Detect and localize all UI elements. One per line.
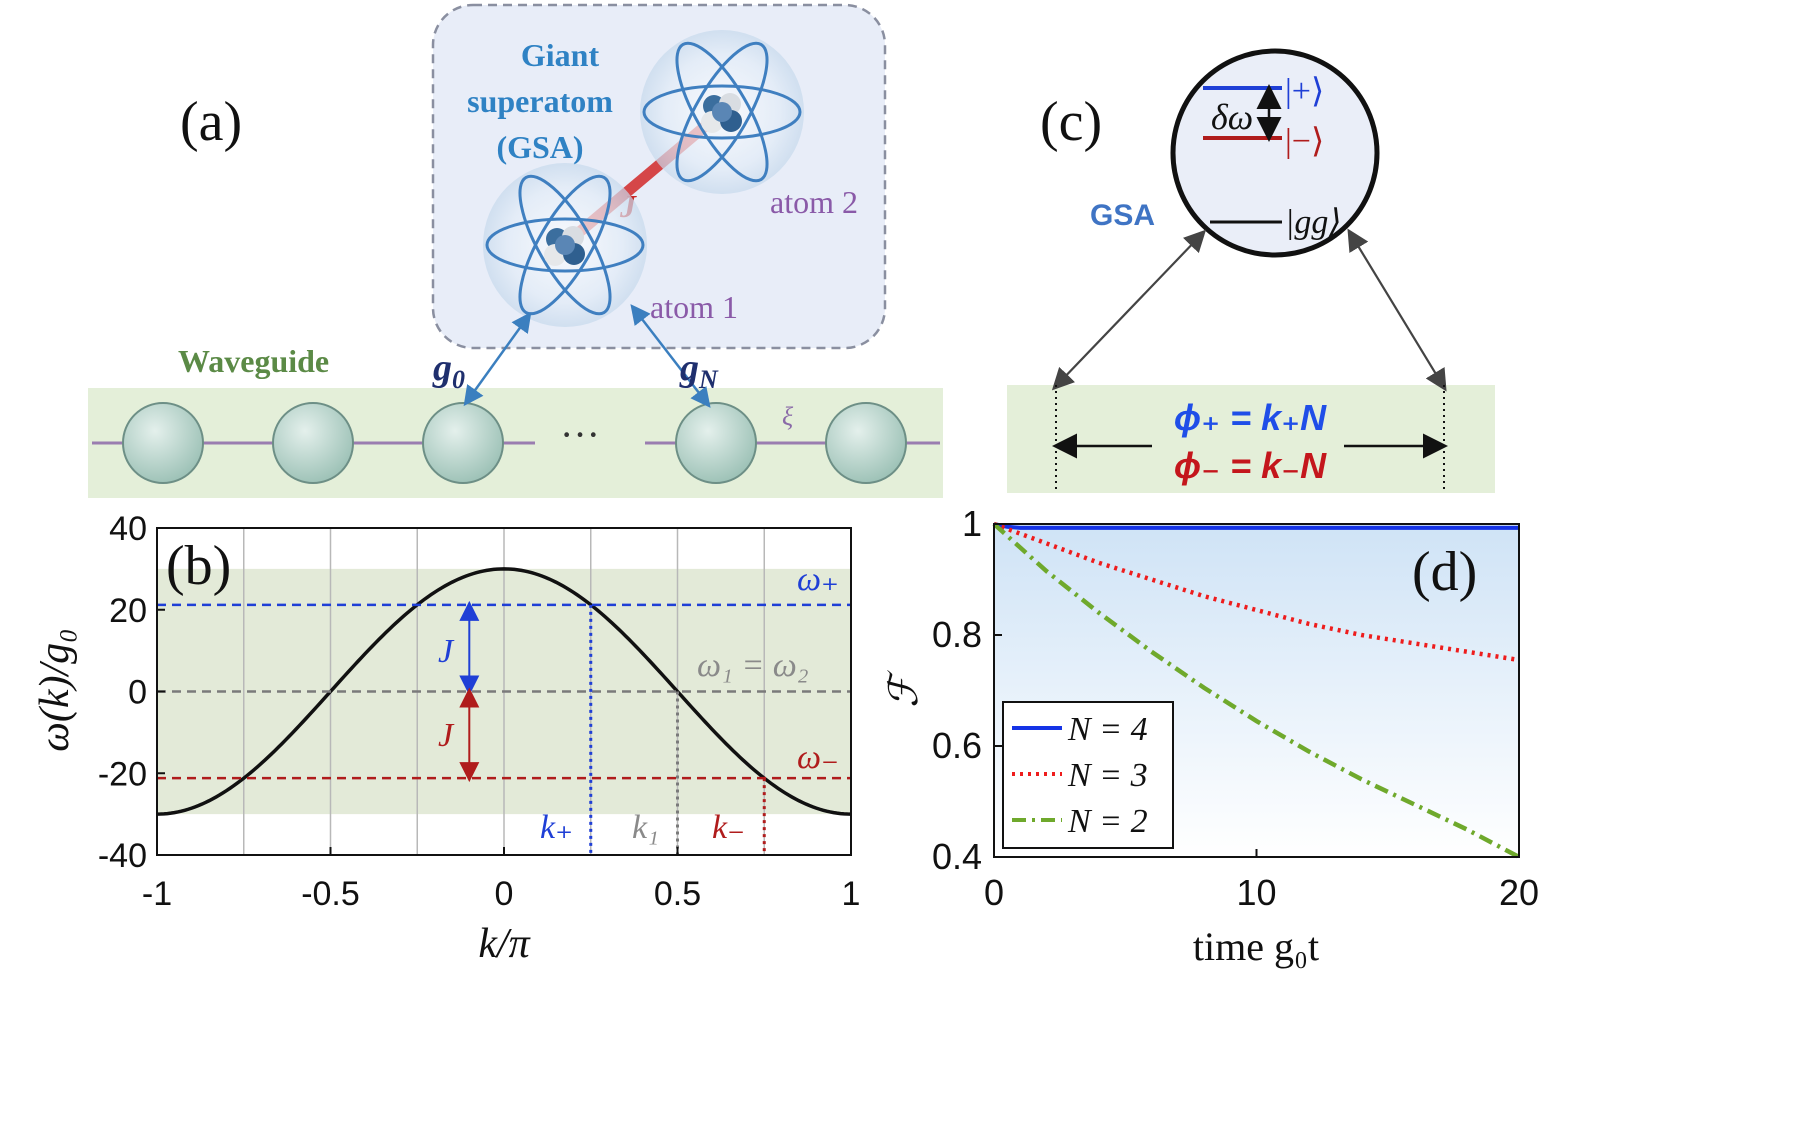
atom-1-icon (483, 163, 647, 327)
atom-2-label: atom 2 (770, 184, 858, 220)
dispersion-curve (156, 567, 852, 816)
gg-state-label: |gg⟩ (1285, 204, 1342, 241)
panel-b-frame (156, 527, 852, 856)
g0-label: g0 (432, 347, 465, 394)
legend-label-2: N = 2 (1067, 803, 1148, 840)
g0-arrow (463, 311, 532, 407)
plus-state-label: |+⟩ (1285, 73, 1324, 110)
panel-d-ylabel: ℱ (881, 670, 926, 708)
panel-d-label: (d) (1412, 541, 1477, 603)
omega-plus-label: ω₊ (797, 561, 839, 598)
panel-b-xlabel: k/π (478, 921, 530, 967)
waveguide-label: Waveguide (178, 343, 329, 379)
omega-minus-label: ω₋ (797, 739, 839, 776)
gsa-title-line2: superatom (467, 83, 613, 119)
right-coupling-arrow (1347, 228, 1447, 392)
x-tick-label: -0.5 (301, 875, 360, 913)
y-tick-label: 0 (128, 674, 147, 712)
left-coupling-arrow (1051, 229, 1207, 391)
J-upper-label: J (438, 633, 455, 670)
panel-a: (a) ··· ξ Waveguide Giant superatom (GSA… (88, 3, 943, 498)
y-tick-label: -40 (98, 837, 147, 875)
waveguide-site-5 (825, 402, 907, 484)
x-tick-label: 20 (1499, 872, 1539, 913)
legend-label-1: N = 3 (1067, 757, 1148, 794)
y-tick-label: 40 (109, 510, 147, 548)
waveguide-site-3 (422, 402, 504, 484)
gN-label: gN (679, 347, 719, 394)
xi-label: ξ (782, 402, 794, 431)
panel-d-xlabel: time g₀t (1193, 924, 1319, 969)
minus-state-label: |−⟩ (1285, 123, 1324, 160)
k-1-label: k₁ (632, 809, 659, 846)
panel-c-label: (c) (1040, 91, 1102, 153)
panel-c: (c) δω |+⟩ |−⟩ |gg⟩ GSA ϕ₊ = k₊N ϕ₋ = k₋… (1007, 48, 1495, 493)
x-tick-label: 1 (842, 875, 861, 913)
panel-b: -1 -0.5 0 0.5 1 -40 -20 0 20 40 (b) ω(k)/g₀ k/π ω… (32, 510, 860, 967)
k-plus-label: k₊ (540, 809, 573, 846)
waveguide-site-2 (272, 402, 354, 484)
waveguide-site-1 (122, 402, 204, 484)
gsa-circle (1170, 48, 1380, 258)
panel-b-plot: -1 -0.5 0 0.5 1 -40 -20 0 20 40 (98, 510, 861, 913)
gsa-title-line1: Giant (521, 37, 600, 73)
waveguide-ellipsis: ··· (560, 412, 600, 457)
y-tick-label: 20 (109, 592, 147, 630)
phi-plus-label: ϕ₊ = k₊N (1174, 397, 1327, 438)
y-tick-label: 0.8 (932, 614, 982, 655)
y-tick-label: 1 (962, 503, 982, 544)
x-tick-label: -1 (142, 875, 172, 913)
panel-d-legend: N = 4 N = 3 N = 2 (1002, 701, 1174, 849)
panel-b-label: (b) (166, 535, 231, 597)
phi-minus-label: ϕ₋ = k₋N (1174, 445, 1327, 486)
gsa-label-c: GSA (1090, 199, 1155, 232)
omega-eq-label: ω₁ = ω₂ (697, 647, 809, 684)
legend-label-0: N = 4 (1067, 711, 1148, 748)
delta-omega-label: δω (1211, 97, 1253, 137)
J-lower-label: J (438, 717, 455, 754)
gN-arrow (630, 304, 711, 408)
panel-d-frame (993, 523, 1520, 858)
atom-1-label: atom 1 (650, 289, 738, 325)
gsa-title-line3: (GSA) (496, 129, 583, 165)
x-tick-label: 0 (495, 875, 514, 913)
x-tick-label: 0 (984, 872, 1004, 913)
series-line-0 (993, 522, 1519, 530)
x-tick-label: 10 (1236, 872, 1276, 913)
y-tick-label: 0.6 (932, 725, 982, 766)
panel-b-ylabel: ω(k)/g₀ (32, 628, 78, 752)
y-tick-label: -20 (98, 755, 147, 793)
x-tick-label: 0.5 (654, 875, 701, 913)
k-minus-label: k₋ (712, 809, 745, 846)
y-tick-label: 0.4 (932, 836, 982, 877)
atom-2-icon (640, 30, 804, 194)
panel-a-label: (a) (180, 91, 242, 153)
waveguide-site-4 (675, 402, 757, 484)
series-line-2 (992, 522, 1521, 859)
